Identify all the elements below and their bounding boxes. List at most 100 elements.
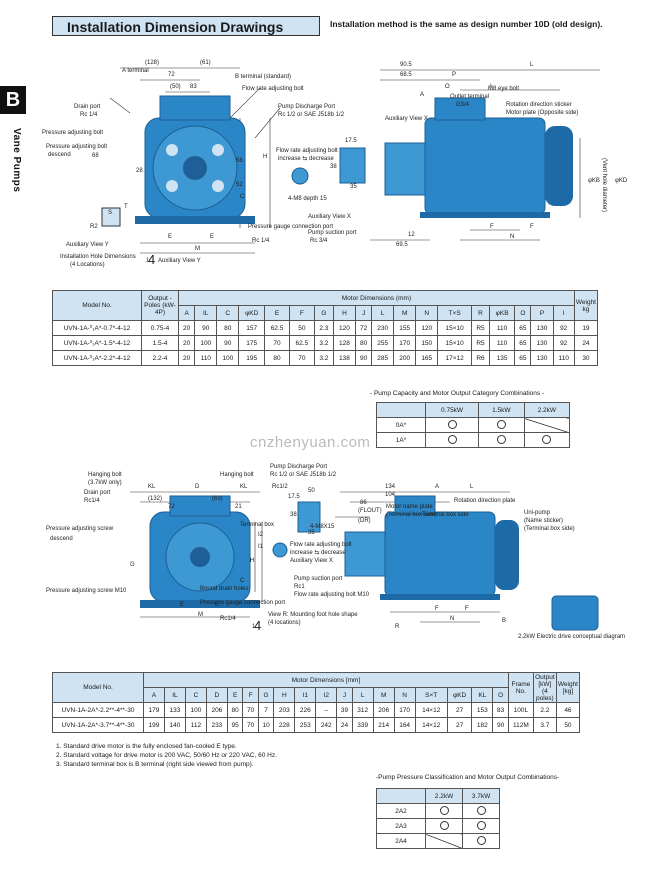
t2-model: UVN-1A-2A*-3.7**-4**-30 — [52, 717, 144, 733]
t1-cell: 170 — [393, 335, 417, 351]
t1-cell: 3.2 — [313, 350, 334, 366]
t1-col: O — [514, 305, 532, 321]
label-pressure-bolt-2: Pressure adjusting bolt — [46, 144, 108, 150]
t2-header-motor-dims: Motor Dimensions [mm] — [143, 672, 509, 688]
table-row: UVN-1A-⁰₁A*-1.5*-4-12 1.5-4 20 100 90 17… — [52, 335, 599, 351]
t1-col: L — [371, 305, 395, 321]
t2-cell: 27 — [446, 717, 473, 733]
dim-kd: φKD — [615, 178, 628, 184]
label-drain-rc: Rc1/4 — [84, 498, 100, 504]
t1-header-output: Output - Poles (kW-4P) — [141, 290, 179, 321]
t1-cell: 3.2 — [313, 335, 334, 351]
dim-c: C — [240, 578, 245, 584]
t1-col: A — [177, 305, 196, 321]
dim-35: 35 — [350, 184, 357, 190]
dim-72: 72 — [168, 504, 175, 510]
t1-header-weight: Weight kg — [573, 290, 599, 321]
t1-header-motor-dims: Motor Dimensions (mm) — [178, 290, 575, 306]
t1-col: I — [552, 305, 575, 321]
t1-cell: 92 — [552, 335, 575, 351]
label-gauge: Pressure gauge connection port — [248, 224, 334, 230]
t2-cell: 140 — [163, 717, 186, 733]
dim-86: 86 — [360, 500, 367, 506]
dim-63: (63) — [212, 496, 223, 502]
t1-cell: 65 — [514, 350, 532, 366]
label-increase-decrease: increase ⇆ decrease — [290, 550, 346, 556]
c2-col: 3.7kW — [462, 788, 500, 804]
label-hanging: Hanging bolt — [88, 472, 122, 478]
t2-cell: 214 — [372, 717, 395, 733]
dim-f2: F — [465, 606, 469, 612]
label-gauge-rc: Rc1/4 — [220, 616, 236, 622]
t1-cell: 200 — [393, 350, 417, 366]
t2-cell: 153 — [471, 702, 494, 718]
t1-col: P — [530, 305, 554, 321]
combo-2-title: -Pump Pressure Classification and Motor … — [376, 774, 560, 781]
label-install-holes-2: (4 Locations) — [70, 262, 105, 268]
dim-4: 4 — [148, 252, 156, 267]
combo-table-1: 0.75kW 1.5kW 2.2kW 0A* 1A* — [376, 402, 571, 448]
t1-col: φKD — [238, 305, 266, 321]
t1-cell: 62.5 — [264, 320, 290, 336]
c1-row-label: 1A* — [376, 432, 426, 448]
t1-col: R — [471, 305, 490, 321]
available-icon — [447, 434, 457, 444]
table-row: 0A* — [376, 417, 571, 433]
t1-cell: 120 — [415, 320, 439, 336]
dim-38: 38 — [290, 512, 297, 518]
t2-cell: – — [315, 702, 338, 718]
dim-68: 68 — [92, 153, 99, 159]
label-m8-depth: 4-M8 depth 15 — [288, 196, 327, 202]
dim-kl: KL — [148, 484, 156, 490]
label-suction: Pump suction port — [294, 576, 343, 582]
t2-cell: 112 — [184, 717, 207, 733]
watermark: cnzhenyuan.com — [250, 434, 371, 451]
dim-69-5: 69.5 — [396, 242, 408, 248]
label-rotation: Rotation direction plate — [454, 498, 516, 504]
drawing-2-lines — [130, 491, 599, 631]
dim-h: H — [263, 154, 268, 160]
t1-cell: 110 — [488, 335, 516, 351]
available-icon — [447, 419, 457, 429]
label-name-sticker: (Name sticker) — [524, 518, 564, 524]
t1-model: UVN-1A-⁰₁A*-0.7*-4-12 — [52, 320, 142, 336]
t2-col: M — [372, 687, 395, 703]
dim-f: F — [490, 224, 494, 230]
table-row: 2A4 — [376, 833, 500, 849]
label-discharge-rc: Rc 1/2 or SAE J518b 1/2 — [278, 112, 345, 118]
dim-12: 12 — [408, 232, 415, 238]
label-suction-rc: Rc 3/4 — [310, 238, 328, 244]
t2-cell: 312 — [351, 702, 374, 718]
t2-cell: 164 — [393, 717, 416, 733]
t2-col: φKD — [446, 687, 473, 703]
t2-col: G — [257, 687, 275, 703]
dim-35: 35 — [308, 530, 315, 536]
dim-17-5: 17.5 — [345, 138, 357, 144]
t1-cell: 110 — [194, 350, 218, 366]
dim-b: B — [502, 618, 507, 624]
label-terminal-2: Terminal box side — [422, 512, 469, 518]
c2-row-label: 2A3 — [376, 818, 426, 834]
label-gauge-rc: Rc 1/4 — [252, 238, 270, 244]
t1-cell: 110 — [488, 320, 516, 336]
table-row: UVN-1A-⁰₁A*-2.2*-4-12 2.2-4 20 110 100 1… — [52, 350, 599, 366]
dim-dr: (DR) — [358, 518, 371, 524]
label-suction-rc: Rc1 — [294, 584, 305, 590]
t1-cell: 65 — [514, 335, 532, 351]
label-rc12: Rc1/2 — [272, 484, 288, 490]
t2-cell: 100 — [184, 702, 207, 718]
t1-cell: 120 — [332, 320, 356, 336]
t1-cell: 230 — [371, 320, 395, 336]
table-row: 1A* — [376, 432, 571, 448]
t1-cell: 90 — [194, 320, 218, 336]
t2-weight: 50 — [555, 717, 581, 733]
dim-i2: I2 — [258, 532, 264, 538]
t1-cell: R5 — [471, 335, 490, 351]
t1-cell: R6 — [471, 350, 490, 366]
label-vent-dia: (Vent hole diameter) — [601, 158, 607, 213]
dim-r2: R2 — [90, 224, 98, 230]
label-terminal-box: Terminal box — [240, 522, 275, 528]
t1-cell: 157 — [238, 320, 266, 336]
t2-cell: 10 — [257, 717, 275, 733]
t1-col: M — [393, 305, 417, 321]
